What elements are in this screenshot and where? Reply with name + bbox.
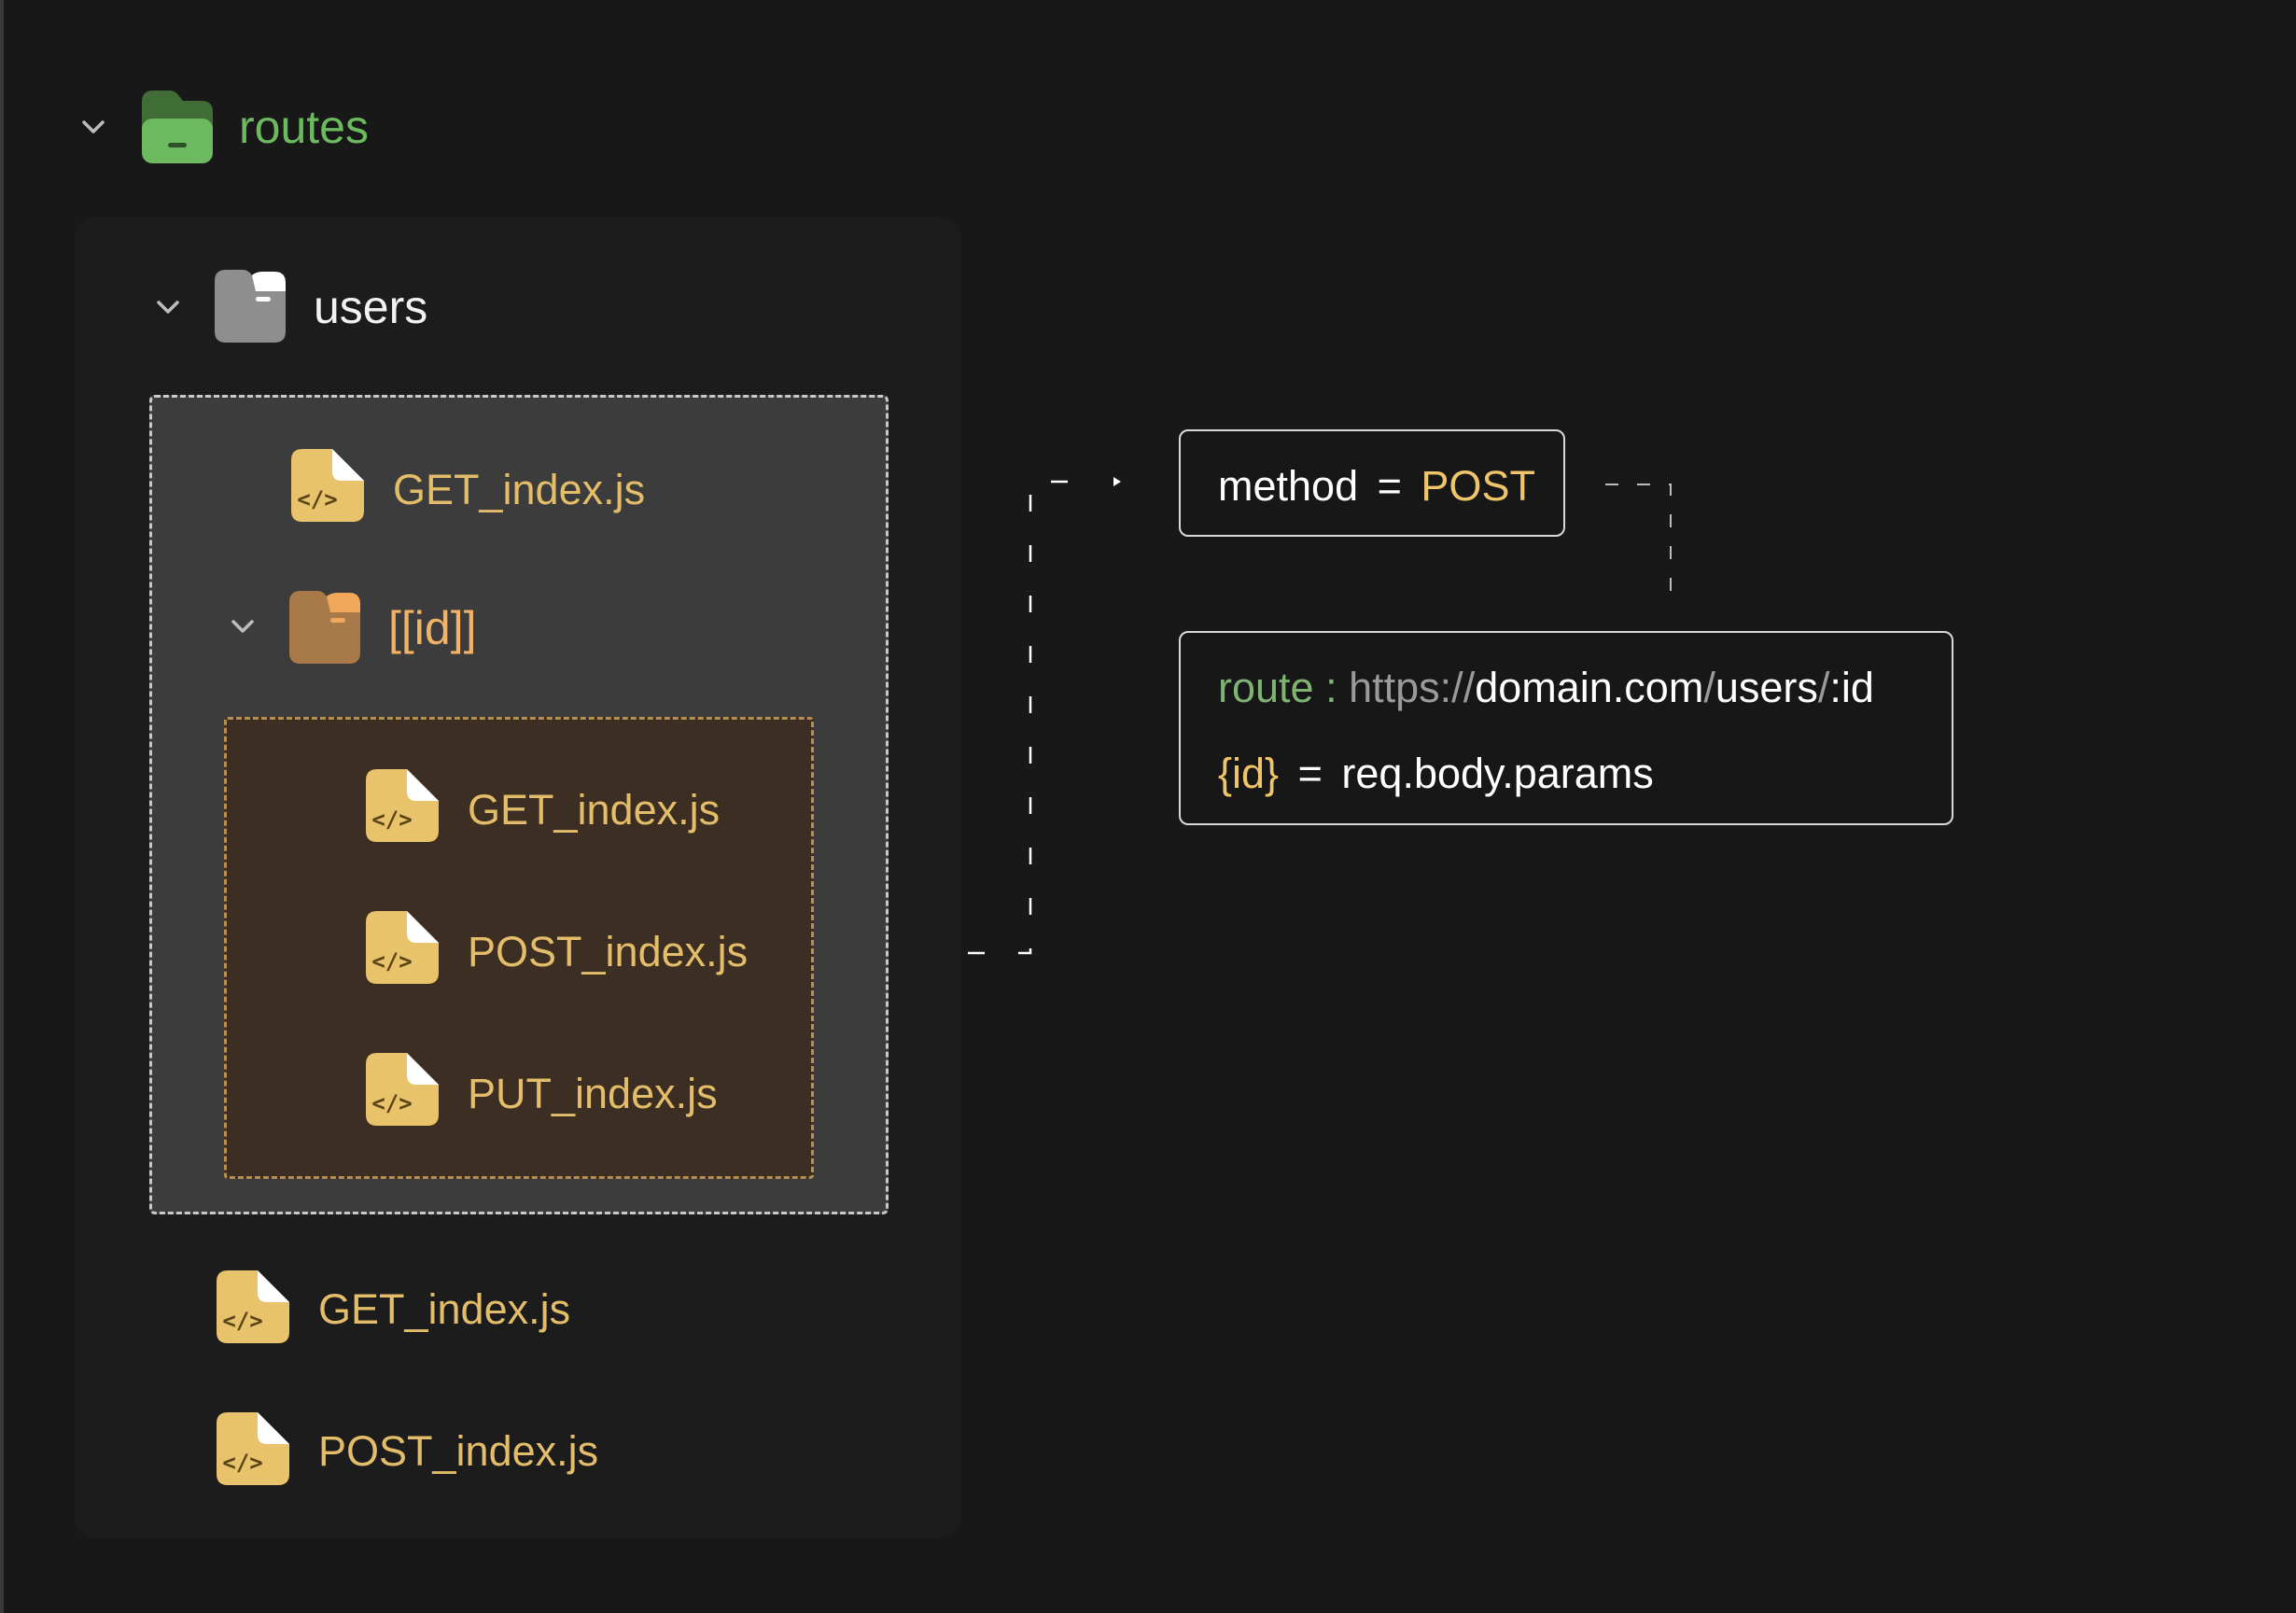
method-equals: = [1377, 462, 1402, 510]
folder-label-users[interactable]: users [314, 281, 428, 333]
folder-label-id[interactable]: [[id]] [388, 602, 477, 654]
param-equals: = [1297, 750, 1323, 797]
folder-label-routes[interactable]: routes [239, 101, 369, 153]
method-to-route-connector [1605, 484, 1672, 597]
file-label-get-id[interactable]: GET_index.js [468, 786, 721, 834]
svg-text:</>: </> [371, 806, 412, 833]
js-file-icon: </> [366, 911, 439, 984]
folder-icon [215, 270, 286, 343]
id-chevron-down-icon[interactable] [226, 610, 259, 643]
folder-open-icon [142, 91, 213, 163]
js-file-icon: </> [217, 1412, 289, 1485]
method-key: method [1218, 462, 1359, 510]
svg-text:</>: </> [222, 1308, 262, 1334]
route-path: users [1715, 664, 1818, 711]
route-separator: : [1325, 664, 1337, 711]
js-file-icon: </> [366, 769, 439, 842]
file-label-get-users[interactable]: GET_index.js [393, 466, 646, 513]
users-chevron-down-icon[interactable] [151, 290, 185, 324]
route-info-box: route : https://domain.com/users/:id {id… [1179, 631, 1953, 825]
svg-text:</>: </> [371, 948, 412, 975]
method-value: POST [1421, 462, 1535, 510]
route-scheme: https:// [1349, 664, 1476, 711]
js-file-icon: </> [217, 1270, 289, 1343]
svg-text:</>: </> [371, 1090, 412, 1116]
js-file-icon: </> [366, 1053, 439, 1126]
left-border [0, 0, 4, 1613]
file-label-get-root[interactable]: GET_index.js [318, 1285, 571, 1333]
file-label-post-root[interactable]: POST_index.js [318, 1427, 599, 1475]
file-label-put-id[interactable]: PUT_index.js [468, 1070, 718, 1117]
arrow-head-method [1113, 477, 1121, 486]
route-slash-1: / [1703, 664, 1715, 711]
file-label-post-id[interactable]: POST_index.js [468, 928, 749, 975]
folder-icon [289, 591, 360, 664]
param-value: req.body.params [1341, 750, 1654, 797]
route-param: :id [1829, 664, 1874, 711]
route-domain: domain.com [1475, 664, 1704, 711]
svg-text:</>: </> [222, 1450, 262, 1476]
id-contents-highlight [224, 717, 814, 1179]
param-key: {id} [1218, 750, 1280, 797]
js-file-icon: </> [291, 449, 364, 522]
method-info-box: method = POST [1179, 429, 1565, 537]
route-key: route [1218, 664, 1314, 711]
route-slash-2: / [1817, 664, 1830, 711]
routes-chevron-down-icon[interactable] [77, 110, 110, 144]
svg-text:</>: </> [297, 486, 337, 512]
